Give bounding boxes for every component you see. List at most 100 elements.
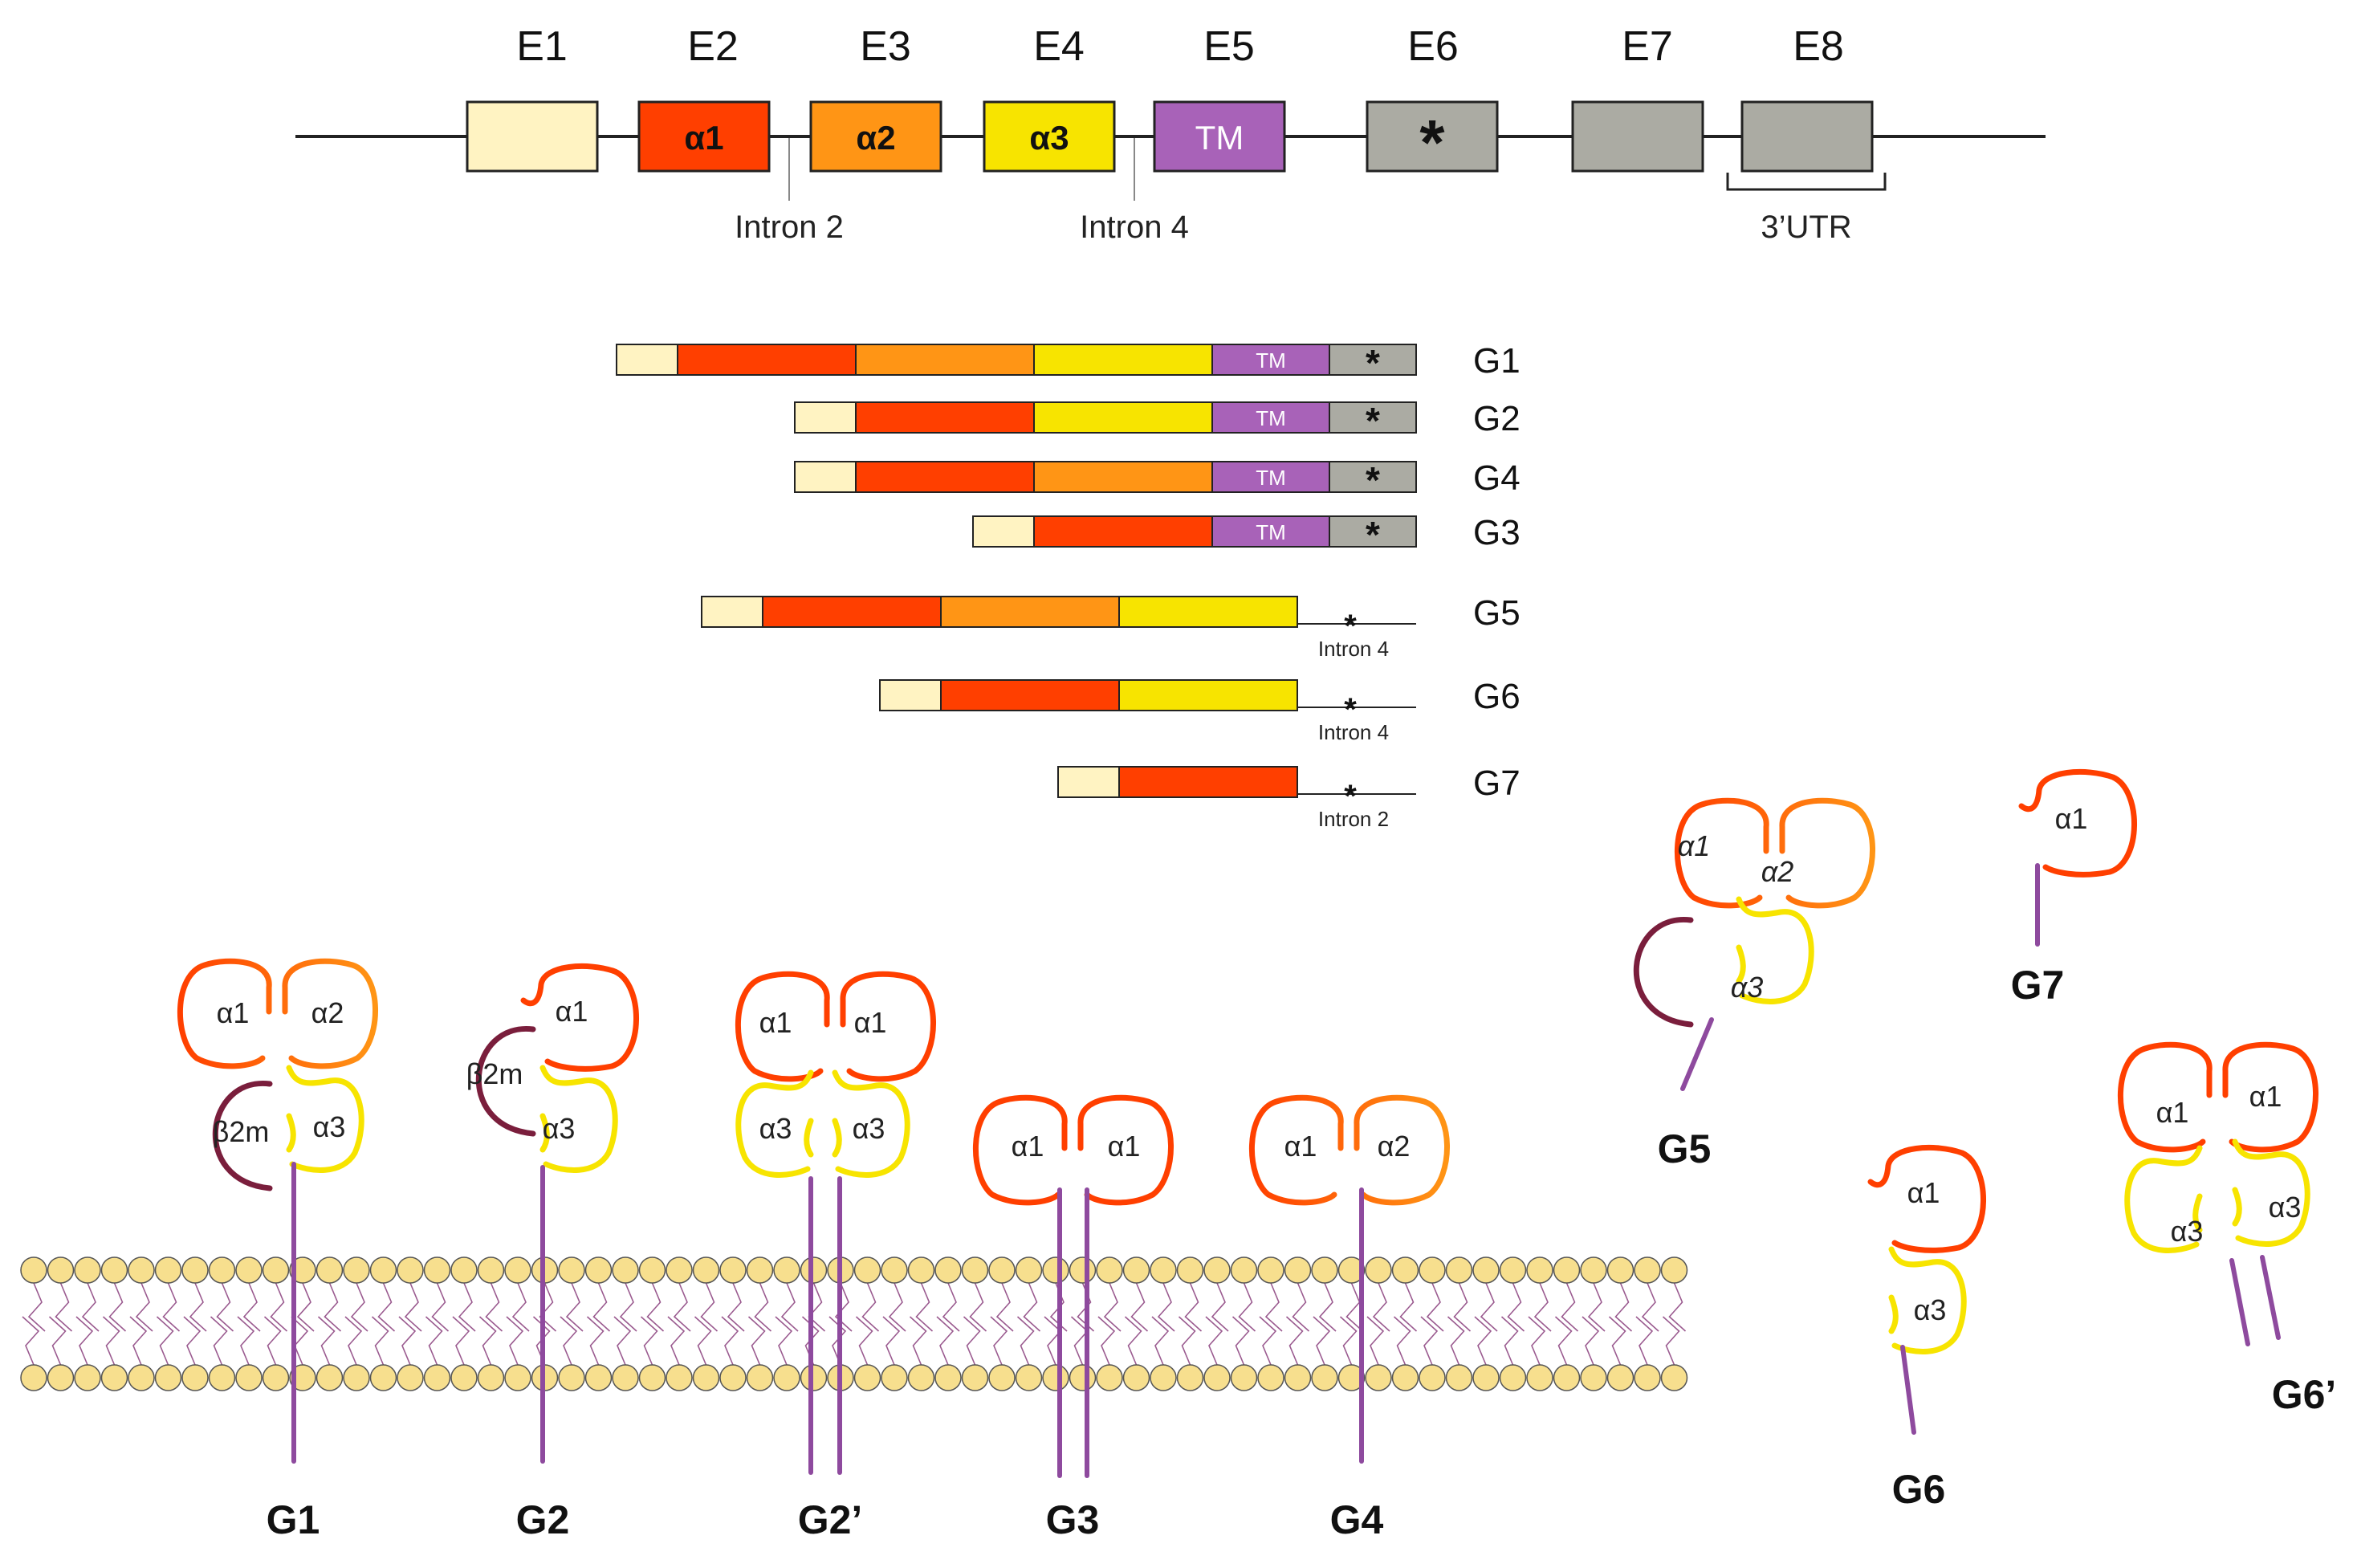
exon-text-e3: α2 xyxy=(856,119,895,157)
lipid-tail xyxy=(613,1316,632,1366)
lipid-head xyxy=(154,1364,182,1391)
segment-alpha1 xyxy=(855,461,1035,493)
lipid-tail xyxy=(183,1316,202,1366)
lipid-tail xyxy=(565,1282,584,1332)
lipid-tail xyxy=(1474,1316,1492,1366)
exon-label-e4: E4 xyxy=(1033,23,1085,70)
segment-stop xyxy=(1329,515,1417,548)
lipid-head xyxy=(961,1256,989,1284)
exon-e3: E3 α2 xyxy=(809,23,942,173)
exon-e2: E2 α1 xyxy=(637,23,771,173)
lipid-head xyxy=(1419,1256,1446,1284)
lipid-head xyxy=(1015,1256,1043,1284)
lipid-tail xyxy=(102,1316,120,1366)
lipid-tail xyxy=(1103,1282,1122,1332)
lipid-head xyxy=(934,1256,962,1284)
lipid-head xyxy=(719,1364,747,1391)
lipid-head xyxy=(584,1256,613,1284)
alpha-top-domain xyxy=(1248,1094,1450,1206)
lipid-tail xyxy=(1097,1316,1116,1366)
lipid-head xyxy=(181,1256,209,1284)
lipid-tail xyxy=(1339,1316,1358,1366)
lipid-heads xyxy=(20,1256,1688,1391)
alpha1-domain xyxy=(2018,768,2137,878)
lipid-tail xyxy=(350,1282,368,1332)
lipid-tail xyxy=(404,1282,422,1332)
alpha3-label: α3 xyxy=(313,1110,346,1143)
lipid-head xyxy=(988,1364,1016,1391)
alpha1-label: α1 xyxy=(2249,1080,2282,1113)
alpha3-domain xyxy=(286,1065,364,1173)
protein-label-g1: G1 xyxy=(267,1497,320,1542)
lipid-head xyxy=(1499,1256,1527,1284)
lipid-tail xyxy=(1587,1282,1606,1332)
lipid-tails xyxy=(22,1282,1687,1366)
lipid-tail xyxy=(721,1316,739,1366)
segment-stop-label: * xyxy=(1366,400,1380,442)
lipid-head xyxy=(1337,1364,1366,1391)
lipid-tail xyxy=(963,1316,981,1366)
segment-stop-label: * xyxy=(1366,514,1380,556)
lipid-tail xyxy=(55,1282,73,1332)
exon-label-e2: E2 xyxy=(687,23,739,70)
exon-e1: E1 xyxy=(466,23,599,173)
lipid-tail xyxy=(129,1316,148,1366)
alpha1-label: α1 xyxy=(217,996,250,1029)
lipid-tail xyxy=(506,1316,524,1366)
lipid-tail xyxy=(1528,1316,1546,1366)
lipid-head xyxy=(100,1364,128,1391)
lipid-tail xyxy=(1614,1282,1633,1332)
exon-box-e6 xyxy=(1366,100,1499,173)
protein-label-g6-prime: G6’ xyxy=(2272,1372,2337,1417)
lipid-tail xyxy=(1345,1282,1364,1332)
lipid-tail xyxy=(1561,1282,1579,1332)
lipid-tail xyxy=(324,1282,342,1332)
alpha-top-domain xyxy=(972,1094,1174,1206)
lipid-tail xyxy=(1231,1316,1250,1366)
lipid-bilayer xyxy=(20,1256,1688,1391)
lipid-tail xyxy=(398,1316,417,1366)
lipid-head xyxy=(450,1364,478,1391)
segment-e1 xyxy=(879,679,942,711)
segment-tm-label: TM xyxy=(1256,406,1286,430)
lipid-tail xyxy=(667,1316,686,1366)
segment-TM xyxy=(1211,461,1330,493)
lipid-tail xyxy=(485,1282,503,1332)
lipid-head xyxy=(1606,1256,1634,1284)
alpha1-label: α1 xyxy=(1678,829,1711,862)
alpha3-domain xyxy=(735,1069,814,1178)
lipid-tail xyxy=(425,1316,443,1366)
segment-alpha1 xyxy=(1033,515,1213,548)
lipid-tail xyxy=(371,1316,389,1366)
lipid-tail xyxy=(995,1282,1014,1332)
lipid-head xyxy=(208,1256,236,1284)
alpha3-label: α3 xyxy=(759,1112,792,1145)
lipid-head xyxy=(74,1256,101,1284)
lipid-head xyxy=(1580,1256,1607,1284)
lipid-tail xyxy=(458,1282,476,1332)
segment-alpha3 xyxy=(1118,679,1298,711)
lipid-head xyxy=(1176,1256,1204,1284)
lipid-head xyxy=(397,1364,424,1391)
lipid-head xyxy=(1096,1364,1123,1391)
lipid-head xyxy=(1150,1364,1177,1391)
lipid-head xyxy=(1337,1256,1366,1284)
exon-label-e6: E6 xyxy=(1407,23,1459,70)
lipid-head xyxy=(477,1364,505,1391)
lipid-tail xyxy=(1393,1316,1411,1366)
lipid-head xyxy=(1257,1256,1284,1284)
alpha3-label: α3 xyxy=(2269,1191,2302,1224)
exon-text-e4: α3 xyxy=(1029,119,1069,157)
lipid-head xyxy=(504,1256,531,1284)
gene-structure: E1 E2 α1 E3 α2 E4 α3 E5 TM E6 * xyxy=(295,23,2046,245)
alpha3-label: α3 xyxy=(1731,971,1764,1004)
exon-box-e5 xyxy=(1153,100,1286,173)
lipid-tail xyxy=(1668,1282,1687,1332)
lipid-head xyxy=(181,1364,209,1391)
lipid-head xyxy=(423,1364,451,1391)
lipid-head xyxy=(719,1256,747,1284)
protein-label-g2: G2 xyxy=(516,1497,570,1542)
exon-box-e2 xyxy=(637,100,771,173)
